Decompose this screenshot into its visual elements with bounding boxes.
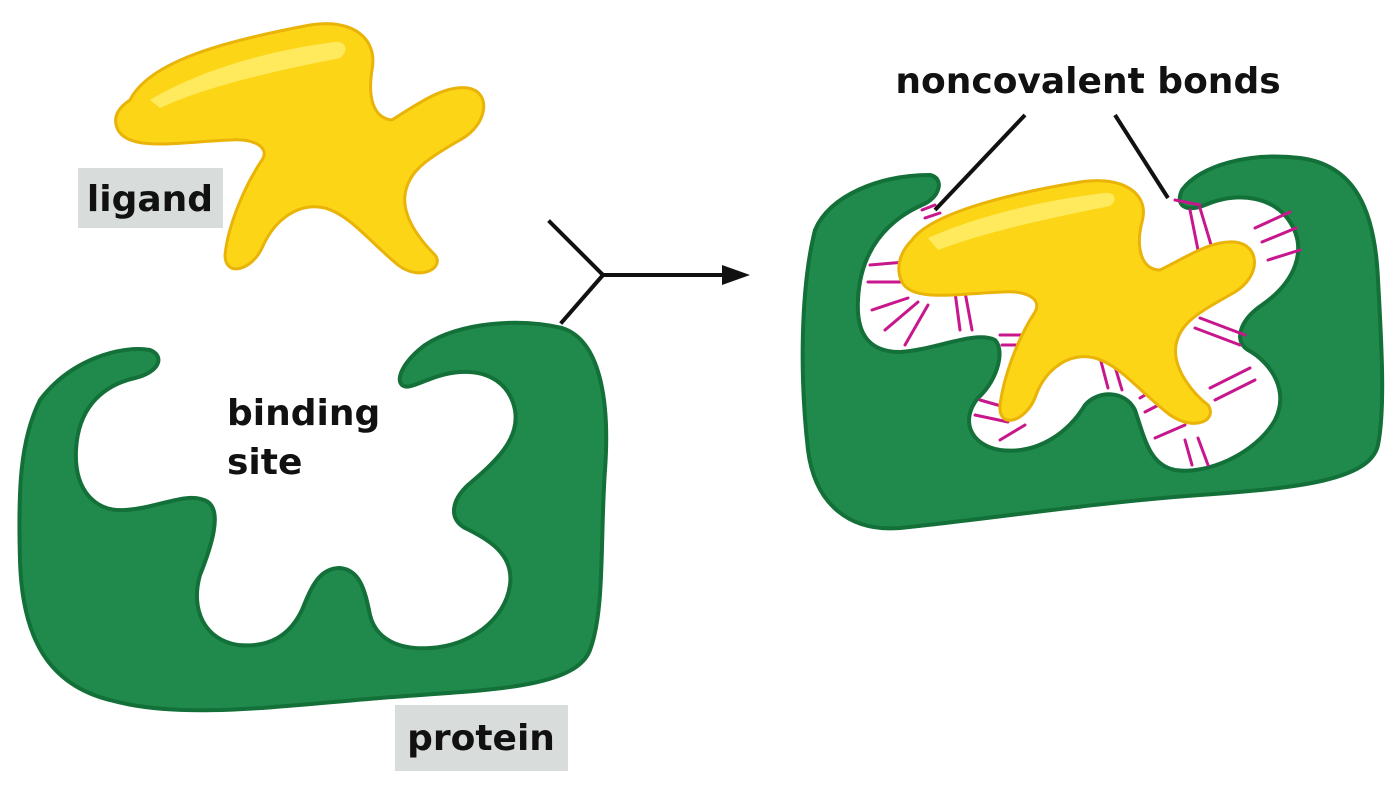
- bound-protein-shape-icon: [800, 154, 1385, 531]
- noncovalent-bonds-label: noncovalent bonds: [895, 61, 1280, 102]
- bound-ligand: [897, 179, 1256, 425]
- ligand-highlight: [150, 41, 346, 108]
- protein-label: protein: [407, 718, 555, 759]
- ligand-label-box: [78, 168, 223, 228]
- ligand-label: ligand: [87, 179, 213, 220]
- bond-pointer-right: [1113, 113, 1170, 200]
- free-ligand: [114, 22, 486, 275]
- arrow-head-icon: [722, 265, 750, 285]
- bond-pointer-left: [933, 113, 1027, 212]
- binding-site-label-line1: binding: [227, 393, 380, 434]
- bound-ligand-shape-icon: [897, 179, 1256, 425]
- binding-arrow-icon: [547, 219, 750, 325]
- protein-label-box: [395, 705, 568, 771]
- bound-complex: [800, 154, 1385, 531]
- binding-site-label-line2: site: [227, 442, 302, 483]
- free-protein: [17, 320, 609, 713]
- bound-ligand-highlight: [928, 192, 1115, 250]
- protein-shape-icon: [17, 320, 609, 713]
